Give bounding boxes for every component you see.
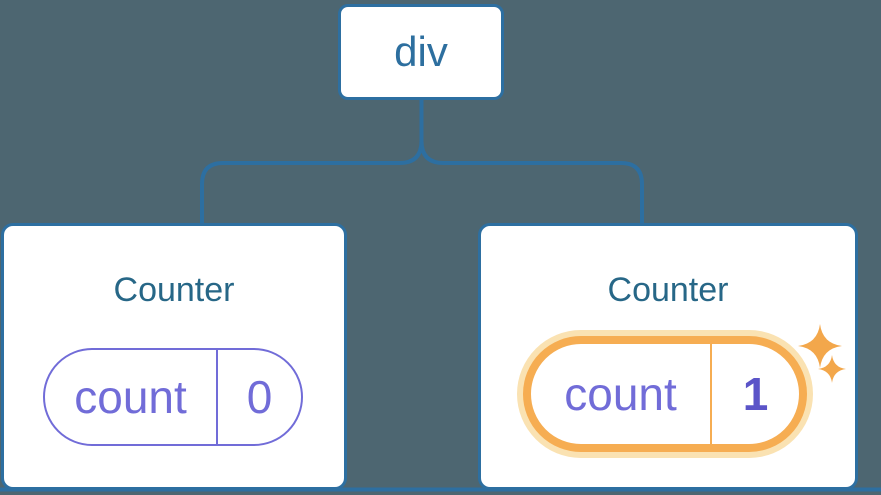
state-key-label: count [564, 368, 677, 420]
tree-root-node: div [338, 4, 504, 100]
state-key-label: count [74, 371, 187, 423]
counter-card-right: Counter count 1 [478, 223, 858, 490]
root-node-label: div [394, 28, 448, 75]
sparkle-star-large [798, 324, 842, 368]
state-pill: count 0 [43, 348, 303, 446]
sparkles-icon [798, 324, 846, 383]
connector-right-branch [419, 98, 644, 225]
sparkle-star-small [818, 355, 846, 383]
pill-divider [710, 344, 712, 444]
connector-left-branch [200, 98, 424, 225]
state-pill-highlighted: count 1 [523, 336, 807, 452]
pill-divider [216, 350, 218, 444]
state-value: 0 [246, 371, 273, 423]
component-title: Counter [607, 271, 729, 309]
component-title: Counter [113, 271, 235, 309]
state-value: 1 [742, 368, 769, 420]
counter-card-left: Counter count 0 [1, 223, 347, 490]
